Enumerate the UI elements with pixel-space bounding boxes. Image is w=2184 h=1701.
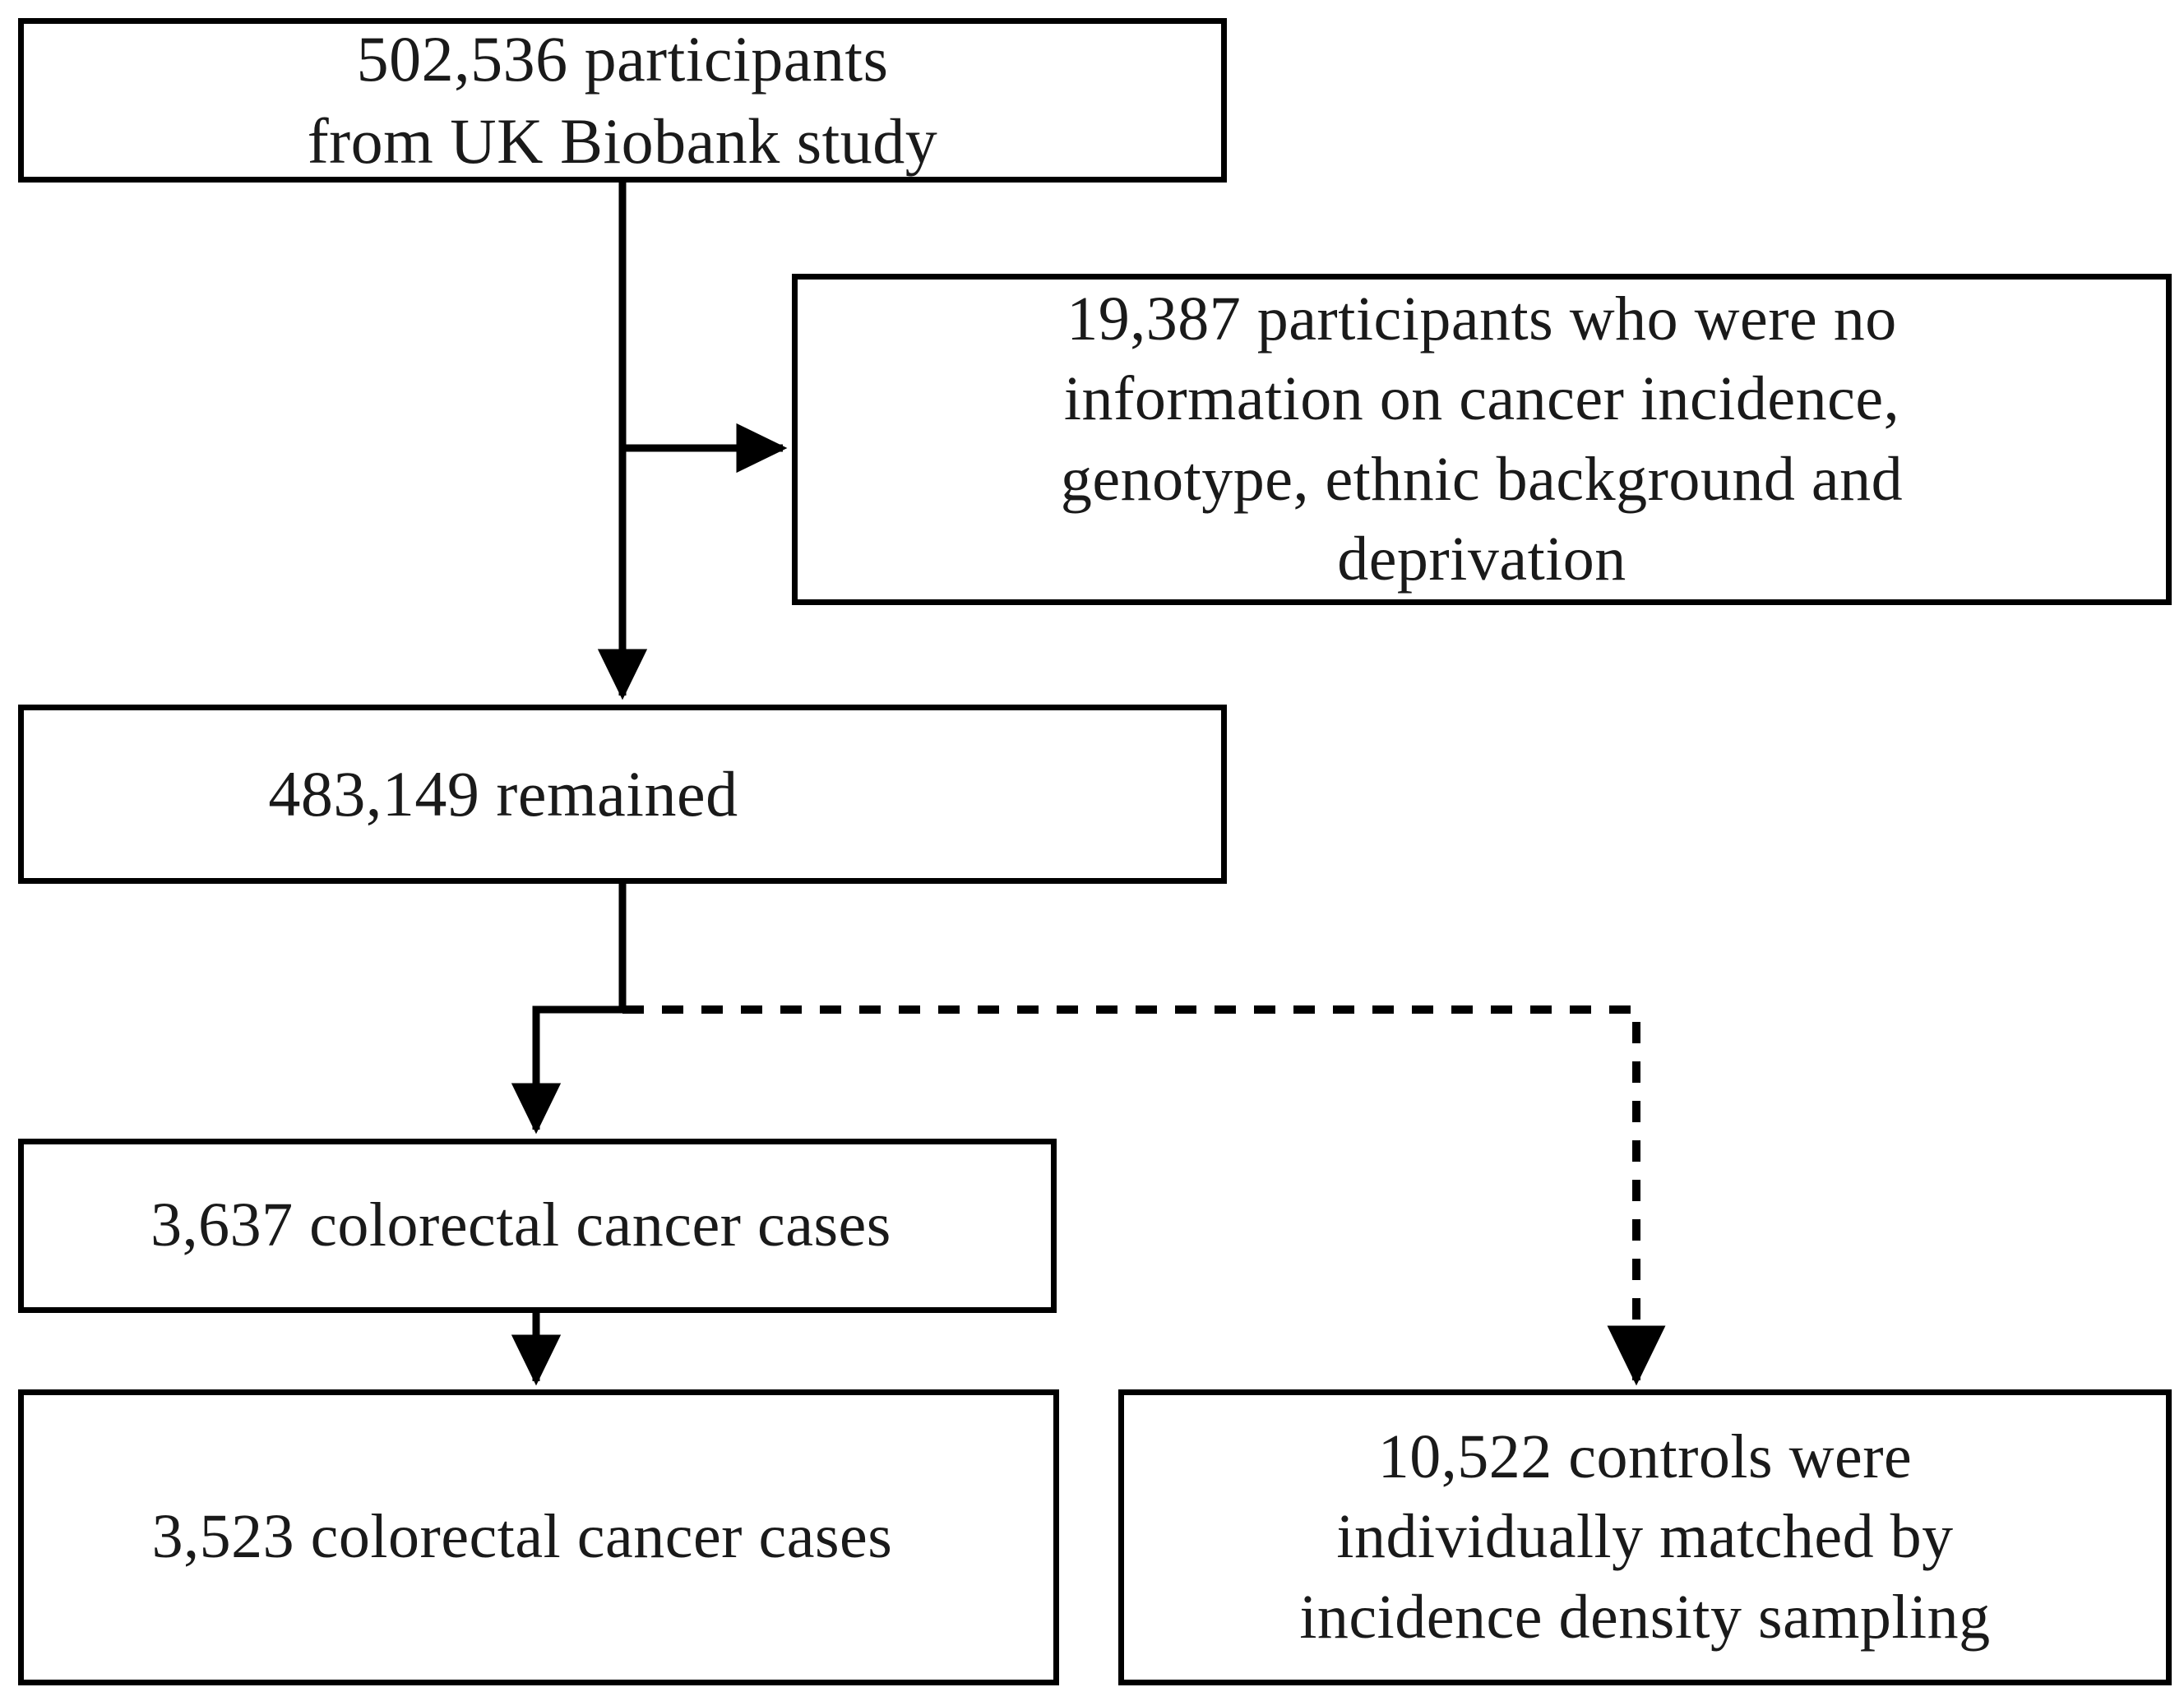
node-colorectal-cancer-cases-analysed: 3,523 colorectal cancer cases bbox=[18, 1389, 1059, 1685]
node-excluded-participants: 19,387 participants who were no informat… bbox=[792, 274, 2172, 605]
node-remained-participants: 483,149 remained bbox=[18, 705, 1227, 884]
node-matched-controls-label: 10,522 controls were individually matche… bbox=[1299, 1422, 1991, 1652]
node-remained-participants-label: 483,149 remained bbox=[268, 758, 738, 830]
node-matched-controls: 10,522 controls were individually matche… bbox=[1118, 1389, 2172, 1685]
node-total-participants: 502,536 participants from UK Biobank stu… bbox=[18, 18, 1227, 183]
node-colorectal-cancer-cases-analysed-label: 3,523 colorectal cancer cases bbox=[151, 1502, 893, 1572]
node-total-participants-label: 502,536 participants from UK Biobank stu… bbox=[307, 23, 938, 177]
connector-remained-to-cases bbox=[511, 1005, 627, 1135]
node-colorectal-cancer-cases-identified: 3,637 colorectal cancer cases bbox=[18, 1139, 1057, 1313]
node-excluded-participants-label: 19,387 participants who were no informat… bbox=[1060, 284, 1904, 594]
node-colorectal-cancer-cases-identified-label: 3,637 colorectal cancer cases bbox=[150, 1190, 891, 1260]
